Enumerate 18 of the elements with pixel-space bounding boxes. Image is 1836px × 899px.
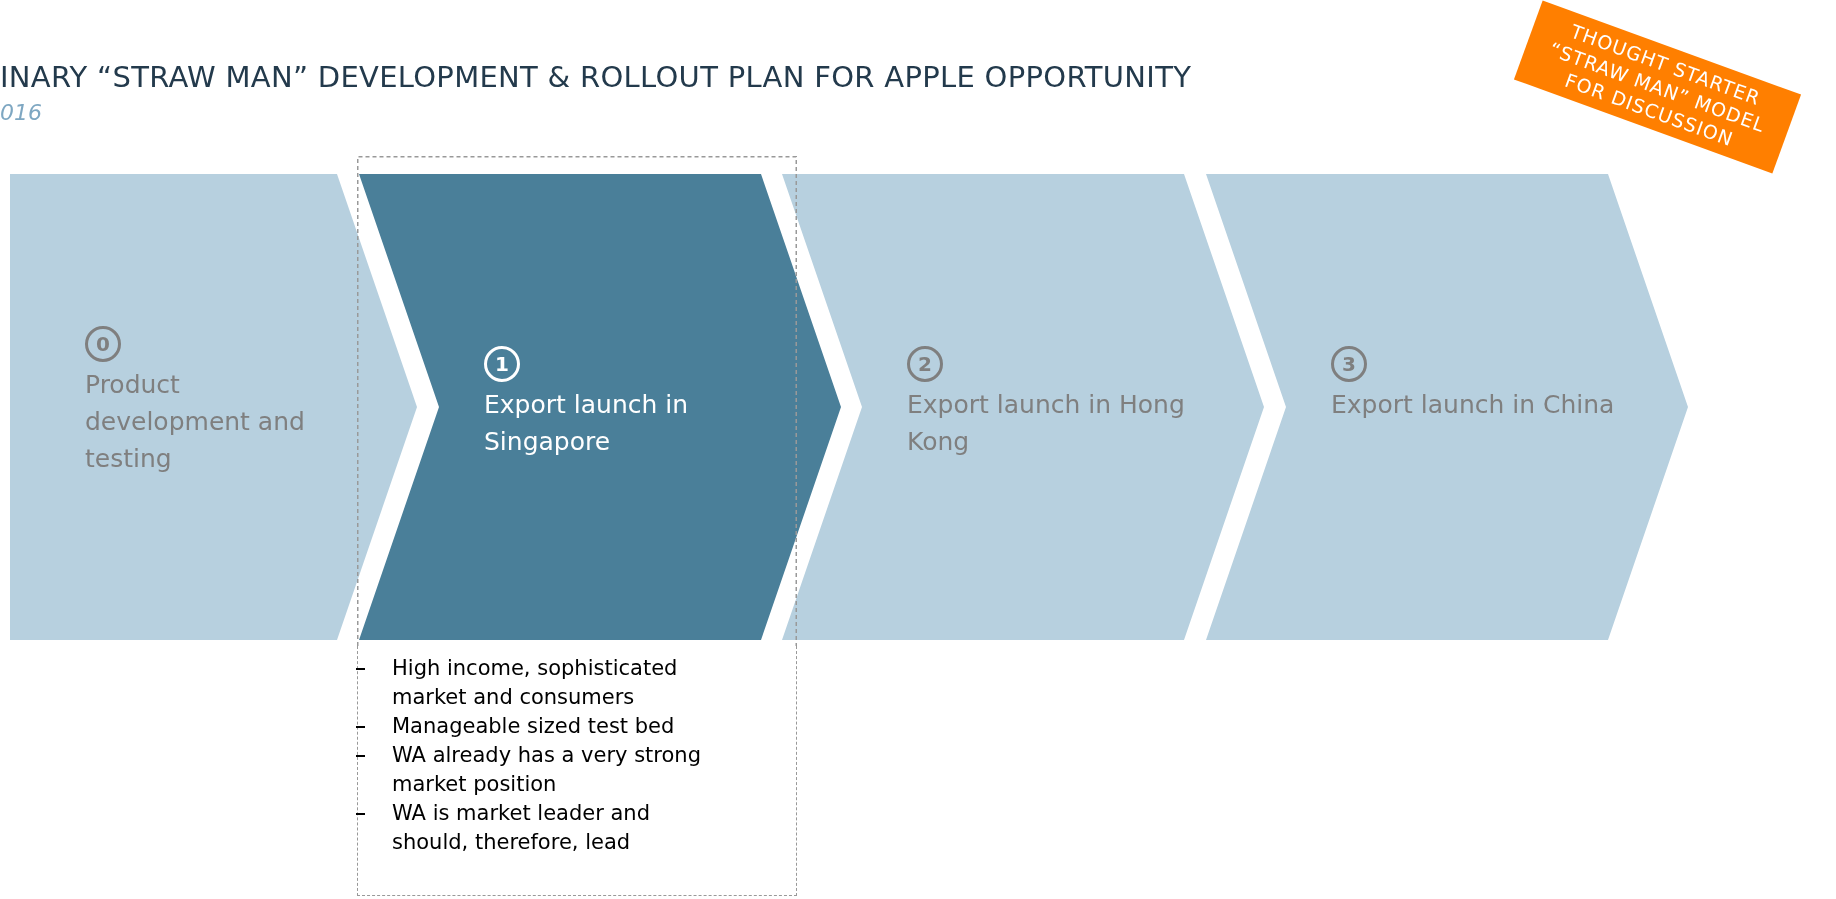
chevron-step	[782, 174, 1264, 640]
bullet-text: WA already has a very strong market position	[392, 741, 722, 799]
step-label: Export launch in Singapore	[484, 389, 690, 458]
subtitle-date: 016	[0, 100, 42, 125]
step-number: 3	[1331, 346, 1367, 382]
slide-title: INARY “STRAW MAN” DEVELOPMENT & ROLLOUT PLAN FOR APPLE OPPORTUNITY	[0, 60, 1192, 94]
chevron-step	[1206, 174, 1688, 640]
step-label: Export launch in China	[1331, 389, 1616, 421]
step-number: 0	[85, 326, 121, 362]
bullet-text: High income, sophisticated market and consumers	[392, 654, 722, 712]
bullet-text: Manageable sized test bed	[392, 712, 722, 741]
bullet-text: WA is market leader and should, therefore, lead	[392, 799, 722, 857]
step-number: 1	[484, 346, 520, 382]
chevron-step	[10, 174, 417, 640]
dashed-outline	[357, 646, 797, 896]
step-label: Export launch in Hong Kong	[907, 389, 1186, 458]
step-number: 2	[907, 346, 943, 382]
step-label: Product development and testing	[85, 369, 306, 475]
